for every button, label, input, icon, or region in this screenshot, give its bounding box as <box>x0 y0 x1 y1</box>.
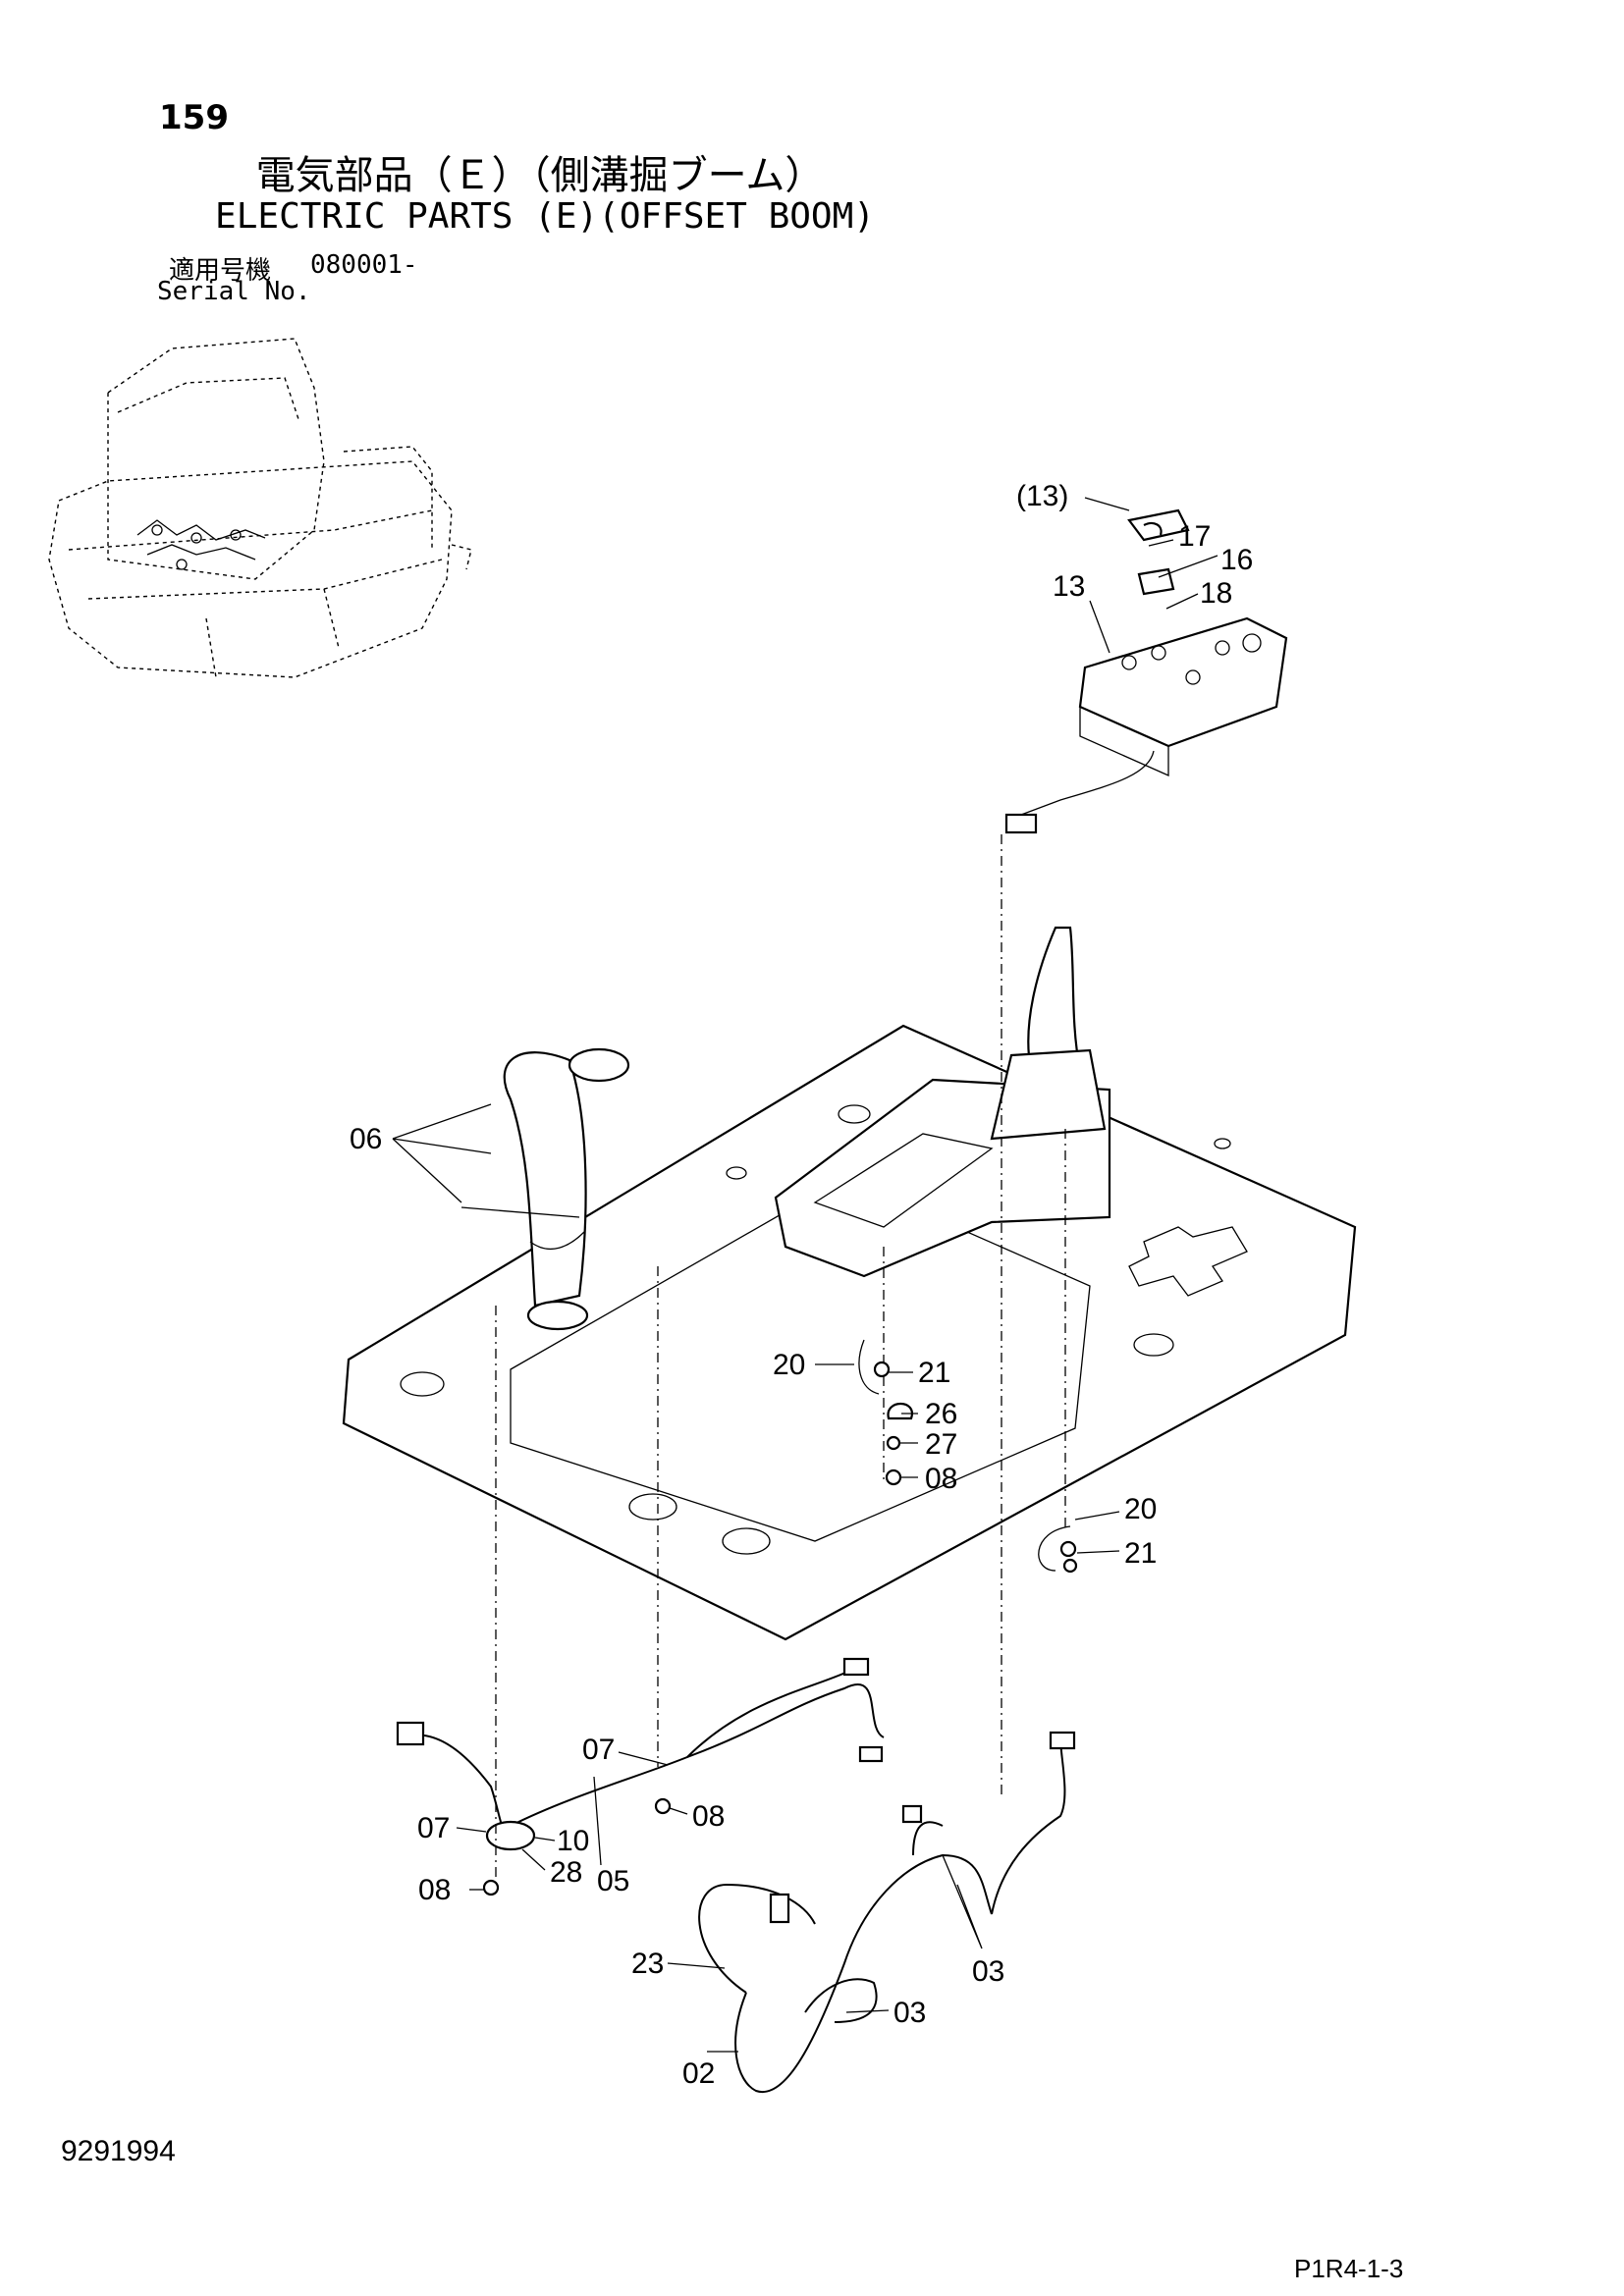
callout-03-upper: 03 <box>972 1955 1004 1988</box>
callout-26: 26 <box>925 1398 957 1430</box>
title-english: ELECTRIC PARTS (E)(OFFSET BOOM) <box>215 196 875 237</box>
switch-panel <box>1004 508 1288 834</box>
callout-08-lower: 08 <box>418 1874 451 1906</box>
callout-05: 05 <box>597 1865 629 1897</box>
callout-17: 17 <box>1178 520 1211 553</box>
serial-label-english: Serial No. <box>157 277 311 306</box>
callout-03-lower: 03 <box>893 1997 926 2029</box>
leader-lines <box>392 497 1218 2053</box>
callout-08-upper: 08 <box>925 1463 957 1495</box>
callout-07-upper: 07 <box>582 1734 615 1766</box>
air-duct <box>460 1047 630 1331</box>
assembly-lines <box>495 834 1066 1885</box>
control-console <box>774 926 1111 1278</box>
small-hardware <box>482 521 1163 1896</box>
callout-10: 10 <box>557 1825 589 1857</box>
callout-07-lower: 07 <box>417 1812 450 1844</box>
callout-13: 13 <box>1053 570 1085 603</box>
callout-27: 27 <box>925 1428 957 1461</box>
machine-thumbnail <box>48 338 472 678</box>
callout-13-ref: (13) <box>1016 480 1068 512</box>
page-code: P1R4-1-3 <box>1294 2254 1404 2283</box>
harness-02-03 <box>698 1731 1076 2094</box>
serial-label-japanese: 適用号機 <box>169 256 272 286</box>
harness-05 <box>396 1657 885 1851</box>
document-number: 9291994 <box>61 2135 176 2167</box>
callout-20-lower: 20 <box>1124 1493 1157 1525</box>
callout-20-upper: 20 <box>773 1349 805 1381</box>
title-japanese: 電気部品（Ｅ）（側溝掘ブーム） <box>255 153 825 198</box>
callout-labels: (13) 17 16 13 18 06 20 21 26 27 08 20 21… <box>350 480 1253 2090</box>
callout-18: 18 <box>1200 577 1232 610</box>
callout-21-lower: 21 <box>1124 1537 1157 1570</box>
callout-02: 02 <box>682 2057 715 2090</box>
callout-23: 23 <box>631 1948 664 1980</box>
callout-16: 16 <box>1220 544 1253 576</box>
callout-06: 06 <box>350 1123 382 1155</box>
callout-28: 28 <box>550 1856 582 1889</box>
page-number: 159 <box>159 98 229 137</box>
callout-08-middle: 08 <box>692 1800 725 1833</box>
callout-21-upper: 21 <box>918 1357 950 1389</box>
serial-value: 080001- <box>310 250 418 280</box>
